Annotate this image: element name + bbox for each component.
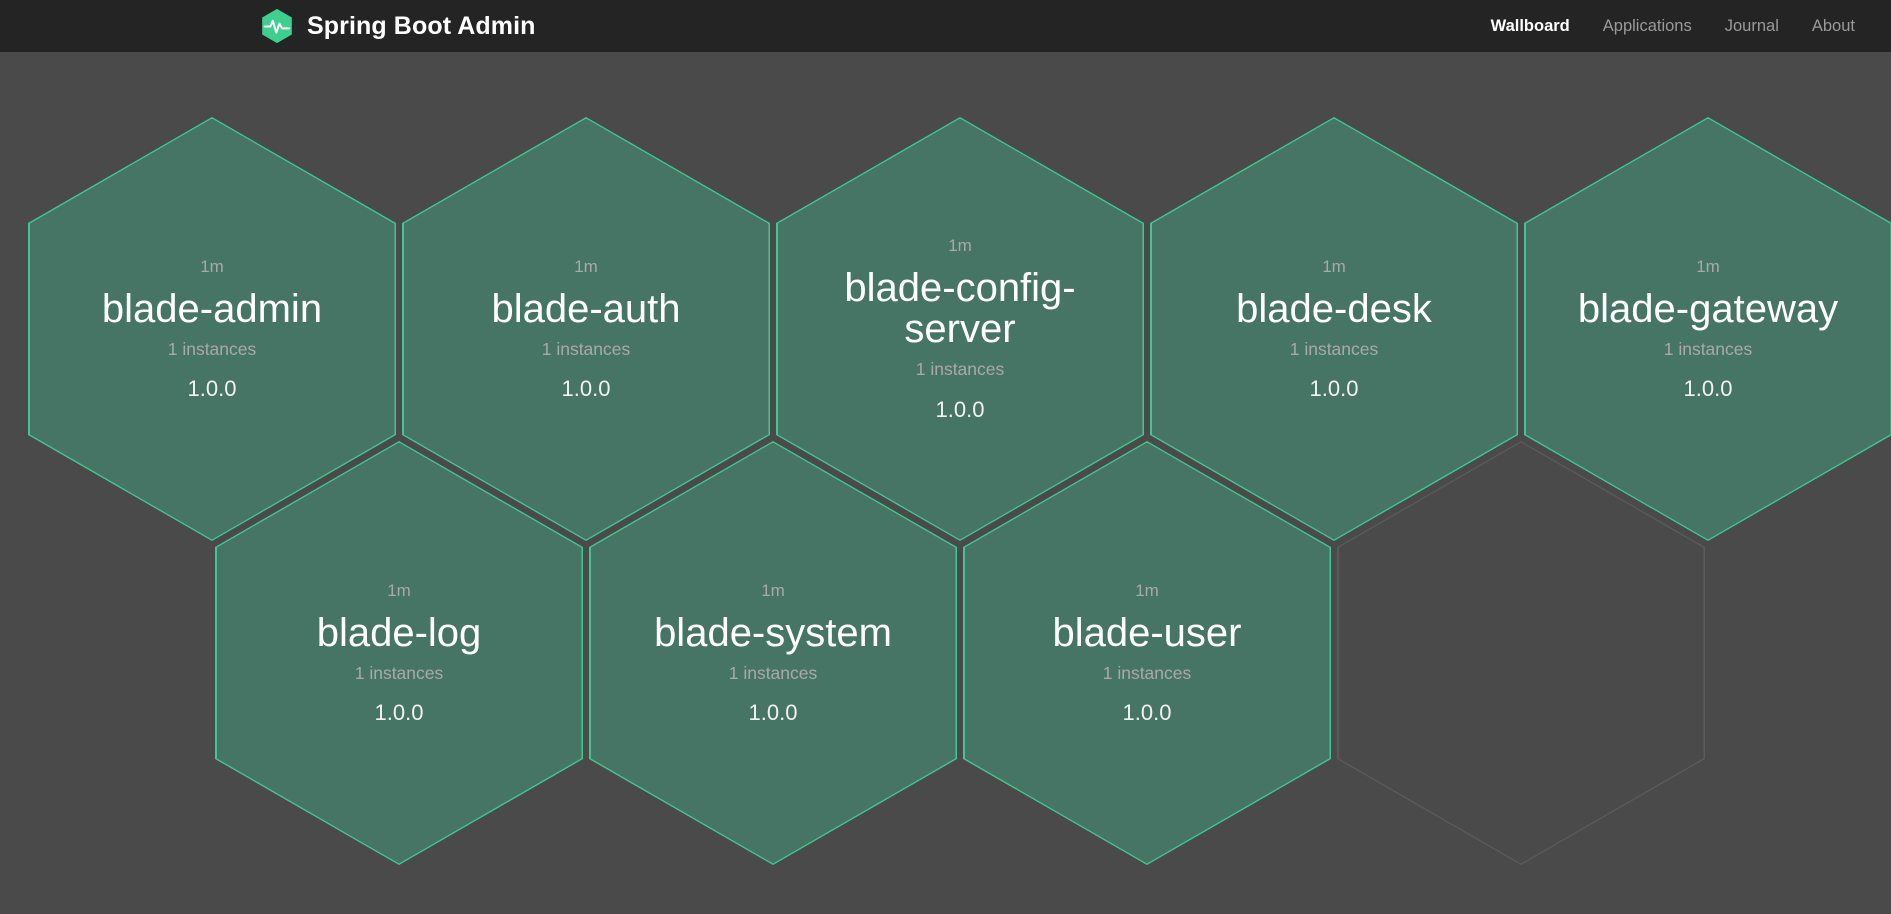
application-version: 1.0.0	[1683, 376, 1733, 402]
application-version: 1.0.0	[1122, 700, 1172, 726]
application-name: blade-desk	[1236, 286, 1432, 331]
application-name: blade-config-server	[844, 266, 1076, 352]
application-hexagon[interactable]: 1m blade-user 1 instances 1.0.0	[963, 441, 1331, 865]
application-instances: 1 instances	[354, 662, 444, 683]
application-age: 1m	[1696, 256, 1720, 276]
hexagon-body: 1m blade-gateway 1 instances 1.0.0	[1525, 118, 1891, 540]
application-version: 1.0.0	[748, 700, 798, 726]
nav-link-wallboard[interactable]: Wallboard	[1490, 16, 1570, 35]
hexagon-body: 1m blade-desk 1 instances 1.0.0	[1151, 118, 1517, 540]
application-name: blade-gateway	[1577, 286, 1839, 331]
hexagon-placeholder	[1337, 441, 1705, 865]
hexagon-body: 1m blade-log 1 instances 1.0.0	[216, 442, 582, 864]
application-instances: 1 instances	[1663, 338, 1753, 359]
application-name: blade-user	[1052, 610, 1242, 655]
brand-home-link[interactable]: Spring Boot Admin	[258, 7, 536, 45]
heartbeat-hexagon-icon	[262, 8, 292, 44]
application-hexagon[interactable]: 1m blade-gateway 1 instances 1.0.0	[1524, 117, 1891, 541]
application-name: blade-system	[654, 610, 892, 655]
hexagon-body: 1m blade-system 1 instances 1.0.0	[590, 442, 956, 864]
application-version: 1.0.0	[187, 376, 237, 402]
nav-link-applications[interactable]: Applications	[1602, 16, 1692, 35]
application-age: 1m	[761, 580, 785, 600]
application-name: blade-admin	[101, 286, 323, 331]
application-instances: 1 instances	[1102, 662, 1192, 683]
application-hexagon[interactable]: 1m blade-desk 1 instances 1.0.0	[1150, 117, 1518, 541]
application-instances: 1 instances	[541, 338, 631, 359]
hexagon-body	[1338, 442, 1704, 864]
top-navbar: Spring Boot Admin Wallboard Applications…	[0, 0, 1891, 52]
main-navigation: Wallboard Applications Journal About	[1491, 17, 1855, 36]
application-instances: 1 instances	[915, 359, 1005, 380]
application-age: 1m	[1135, 580, 1159, 600]
application-instances: 1 instances	[728, 662, 818, 683]
hexagon-body: 1m blade-user 1 instances 1.0.0	[964, 442, 1330, 864]
application-instances: 1 instances	[167, 338, 257, 359]
application-age: 1m	[1322, 256, 1346, 276]
nav-link-about[interactable]: About	[1811, 16, 1855, 35]
wallboard-grid: 1m blade-admin 1 instances 1.0.0 1m blade-aut…	[0, 52, 1891, 914]
application-version: 1.0.0	[935, 396, 985, 422]
application-version: 1.0.0	[1309, 376, 1359, 402]
brand-title: Spring Boot Admin	[307, 11, 536, 40]
application-version: 1.0.0	[561, 376, 611, 402]
application-age: 1m	[387, 580, 411, 600]
application-name: blade-log	[316, 610, 482, 655]
application-age: 1m	[948, 236, 972, 256]
application-age: 1m	[200, 256, 224, 276]
application-age: 1m	[574, 256, 598, 276]
application-version: 1.0.0	[374, 700, 424, 726]
application-name: blade-auth	[491, 286, 681, 331]
nav-link-journal[interactable]: Journal	[1724, 16, 1779, 35]
application-instances: 1 instances	[1289, 338, 1379, 359]
